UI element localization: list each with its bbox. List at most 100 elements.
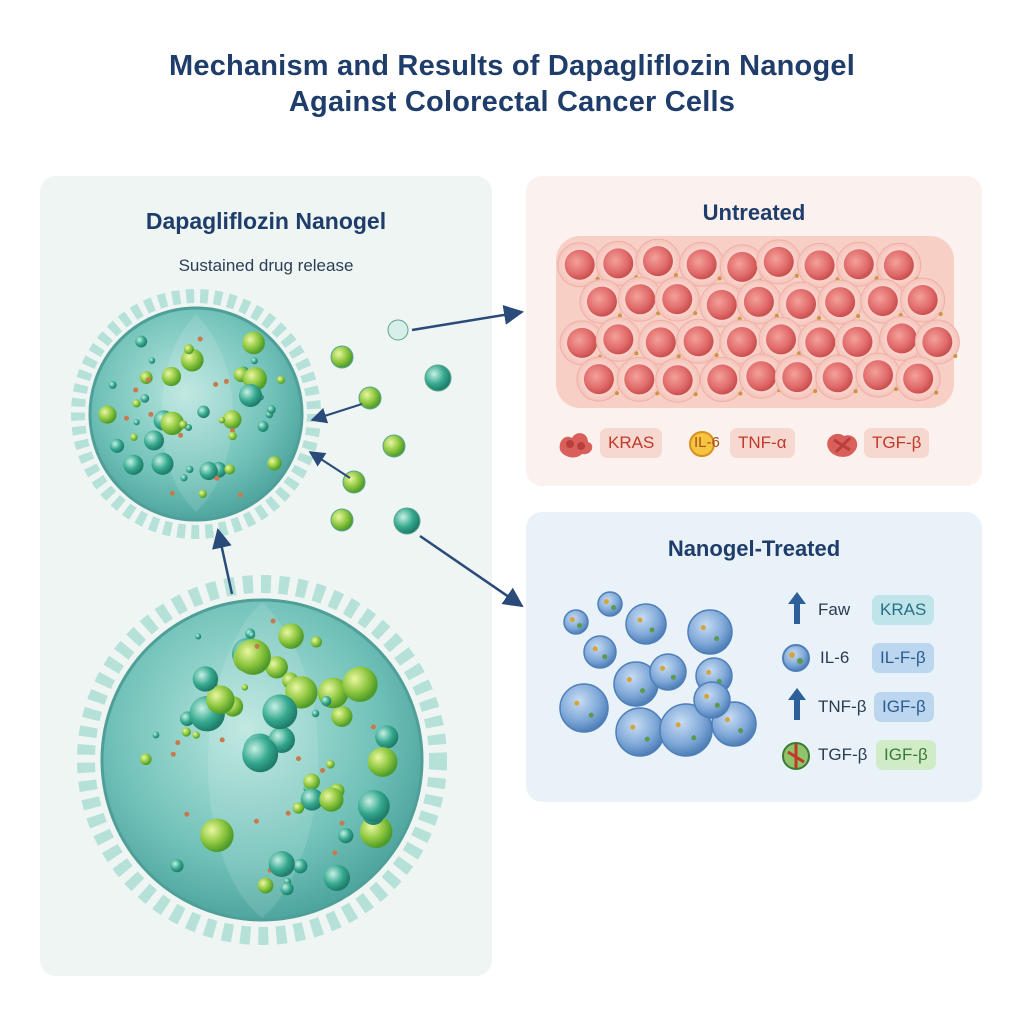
released-particle (424, 364, 452, 392)
cancer-cell (557, 242, 603, 288)
cancer-cell (654, 276, 700, 322)
drug-bead (123, 415, 129, 421)
treated-row-4-right: IGF-β (876, 740, 936, 770)
drug-bead (331, 705, 353, 727)
drug-bead (169, 490, 175, 496)
drug-bead (143, 430, 165, 451)
drug-bead (319, 787, 344, 812)
treated-cell (613, 661, 659, 707)
cancer-cell (879, 315, 925, 361)
drug-bead (325, 759, 335, 769)
page-title: Mechanism and Results of Dapagliflozin N… (0, 48, 1024, 121)
drug-bead (195, 633, 202, 640)
drug-bead (296, 756, 302, 762)
drug-bead (192, 731, 200, 739)
nanogel-panel-title: Dapagliflozin Nanogel (145, 208, 387, 234)
treated-row-1-left: Faw (818, 600, 851, 619)
cancer-cell (655, 357, 701, 403)
drug-bead (206, 685, 235, 715)
treated-cell (625, 603, 667, 645)
protein-icon (827, 433, 858, 457)
cancer-cell (815, 354, 861, 400)
treated-row-3-left: TNF-β (818, 697, 867, 716)
drug-bead (235, 639, 271, 675)
drug-bead (170, 859, 184, 873)
arrow-to-untreated (411, 305, 524, 332)
treated-cell (615, 707, 665, 757)
cancer-cell (758, 316, 804, 362)
drug-bead (98, 405, 117, 424)
treated-row-2-left: IL-6 (820, 648, 850, 667)
cancer-cell (679, 241, 725, 287)
drug-bead (332, 850, 338, 856)
released-drug-particles (330, 319, 452, 535)
drug-bead (213, 381, 219, 387)
drug-bead (266, 405, 276, 414)
drug-bead (183, 344, 194, 355)
cancer-cell (699, 282, 745, 328)
cancer-cell (836, 241, 882, 287)
drug-bead (285, 676, 318, 709)
drug-bead (270, 618, 276, 624)
cancer-cell (699, 357, 745, 403)
drug-bead (367, 747, 398, 777)
released-particle (387, 319, 409, 341)
drug-bead (303, 773, 320, 791)
page-title-line-1: Mechanism and Results of Dapagliflozin N… (169, 50, 855, 82)
treated-title: Nanogel-Treated (667, 536, 841, 561)
cancer-cell (778, 281, 824, 327)
drug-bead (292, 858, 308, 874)
released-particle (330, 345, 354, 369)
drug-bead (311, 709, 320, 718)
drug-bead (342, 666, 378, 702)
drug-bead (161, 366, 182, 387)
marker-kras: KRAS (600, 428, 663, 458)
drug-bead (152, 731, 160, 739)
treated-cell (693, 681, 731, 719)
drug-bead (178, 432, 184, 438)
cancer-cell (616, 356, 662, 402)
cancer-cell (895, 356, 941, 402)
cytokine-icon (689, 431, 715, 457)
drug-bead (139, 371, 153, 385)
drug-bead (338, 828, 354, 844)
drug-bead (108, 381, 117, 389)
drug-bead (218, 417, 226, 424)
cancer-cell (817, 279, 863, 325)
arrow-to-treated (419, 534, 524, 608)
cancer-cell (595, 316, 641, 362)
drug-bead (278, 623, 304, 649)
released-particle (393, 507, 421, 535)
drug-bead (237, 492, 243, 498)
treated-row-2-right: IL-F-β (872, 643, 934, 673)
cancer-cell (736, 279, 782, 325)
drug-bead (238, 384, 262, 408)
drug-bead (123, 454, 144, 475)
released-particle (382, 434, 406, 458)
drug-bead (250, 357, 258, 365)
drug-bead (320, 767, 326, 773)
drug-bead (133, 387, 139, 393)
drug-bead (135, 335, 148, 348)
drug-bead (148, 357, 156, 364)
nanogel-panel-subtitle: Sustained drug release (178, 256, 354, 275)
drug-bead (214, 475, 220, 481)
drug-bead (140, 753, 152, 766)
treated-row-4-left: TGF-β (818, 745, 868, 764)
cancer-cell (797, 242, 843, 288)
cancer-cell (876, 242, 922, 288)
drug-bead (192, 666, 219, 692)
drug-bead (180, 348, 204, 372)
drug-bead (267, 456, 282, 471)
drug-bead (357, 790, 390, 822)
drug-bead (285, 810, 291, 816)
released-particle (358, 386, 382, 410)
drug-bead (184, 811, 190, 817)
protein-icon (559, 433, 593, 458)
drug-bead (339, 820, 345, 826)
drug-bead (175, 740, 181, 746)
drug-bead (321, 695, 332, 707)
drug-bead (199, 461, 218, 481)
drug-bead (132, 399, 141, 408)
treated-cell (687, 609, 733, 655)
